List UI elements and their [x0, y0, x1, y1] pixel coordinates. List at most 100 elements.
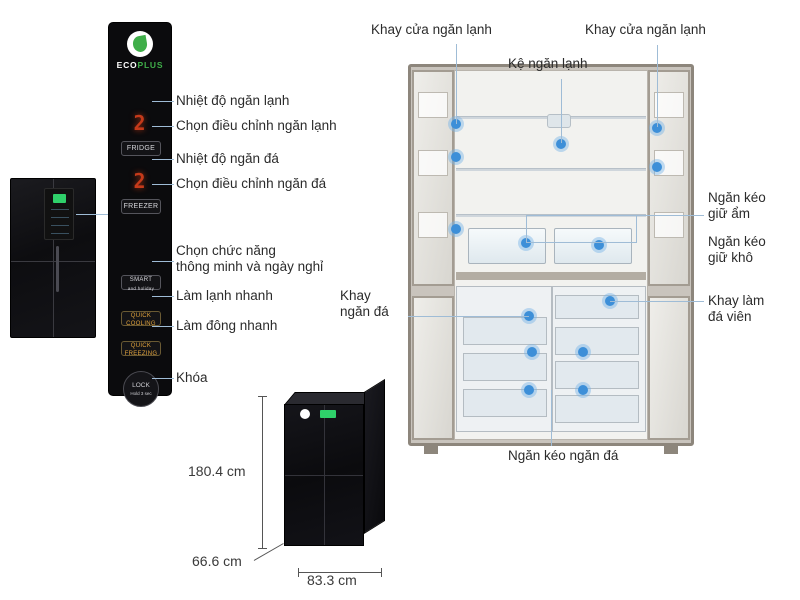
mini-panel-line-2	[51, 217, 69, 218]
freezer-drawer-right-1	[554, 327, 639, 355]
leader-freezer-temp	[152, 159, 174, 160]
label-lock: Khóa	[176, 370, 208, 385]
width-arrow-cap-right	[381, 568, 382, 577]
freezer-drawer-left-1	[463, 317, 548, 345]
dot-freezer-drawer-left-2	[524, 385, 534, 395]
depth-label: 66.6 cm	[192, 553, 242, 569]
leader-door-shelf-left	[456, 44, 457, 124]
freezer-button[interactable]: FREEZER	[121, 199, 161, 214]
label-ice-tray-shelf: Khay ngăn đá	[340, 288, 389, 319]
dimension-fridge-side	[364, 378, 385, 534]
smart-button-sublabel: and holiday	[127, 285, 155, 291]
ice-cube-tray	[554, 295, 639, 319]
brand-logo: ECOPLUS	[109, 31, 171, 70]
label-door-shelf-right: Khay cửa ngăn lạnh	[585, 22, 706, 37]
dot-dry-drawer	[594, 240, 604, 250]
mini-fridge-vertical-seam	[53, 179, 54, 337]
label-quick-cool: Làm lạnh nhanh	[176, 288, 273, 303]
label-freezer-adjust: Chọn điều chỉnh ngăn đá	[176, 176, 327, 191]
leader-ice-cube-tray	[610, 301, 704, 302]
leader-humidity-drawer-v	[526, 215, 527, 243]
freezer-drawer-left-2	[463, 353, 548, 381]
leader-lock	[152, 378, 174, 379]
control-panel: ECOPLUS 2 FRIDGE 2 FREEZER SMART and hol…	[108, 22, 172, 407]
mini-panel-line-1	[51, 209, 69, 210]
dimension-fridge-display	[320, 410, 336, 418]
leader-humidity-drawer-top	[526, 215, 636, 216]
smart-button-label: SMART	[129, 277, 153, 283]
mini-fridge-control-panel	[44, 188, 74, 240]
connector-mini-to-panel	[76, 214, 108, 215]
leader-fridge-rack	[561, 79, 562, 143]
freezer-drawer-right-2	[554, 361, 639, 389]
leader-quick-freeze	[152, 326, 174, 327]
label-humidity-drawer: Ngăn kéo giữ ẩm	[708, 190, 766, 221]
depth-arrow-line	[253, 543, 284, 561]
mini-fridge-horizontal-seam	[11, 261, 95, 263]
leader-smart	[152, 261, 174, 262]
dot-door-shelf-left-1	[451, 119, 461, 129]
dry-drawer	[554, 228, 632, 264]
lock-button-label: LOCK	[132, 382, 150, 389]
dimension-fridge-horizontal-seam	[285, 475, 363, 476]
height-label: 180.4 cm	[188, 463, 246, 479]
leader-freezer-adjust	[152, 184, 174, 185]
brand-name: ECOPLUS	[109, 60, 171, 70]
fridge-temp-display: 2	[133, 111, 147, 135]
width-label: 83.3 cm	[307, 572, 357, 588]
brand-name-eco: ECO	[116, 60, 138, 70]
dot-door-shelf-right-2	[652, 162, 662, 172]
fridge-button[interactable]: FRIDGE	[121, 141, 161, 156]
dot-freezer-drawer-left-1	[527, 347, 537, 357]
dot-door-shelf-left-2	[451, 152, 461, 162]
door-shelf-left-2	[418, 150, 448, 176]
fridge-door-right	[648, 70, 690, 286]
dot-freezer-drawer-right-1	[578, 347, 588, 357]
quick-cooling-button[interactable]: QUICK COOLING	[121, 311, 161, 327]
quick-cooling-label: QUICK	[130, 313, 152, 319]
height-arrow-line	[262, 396, 263, 548]
fridge-foot-right	[664, 446, 678, 454]
dot-door-shelf-left-3	[451, 224, 461, 234]
lock-button[interactable]: LOCK Hold 3 sec	[123, 371, 159, 407]
label-dry-drawer: Ngăn kéo giữ khô	[708, 234, 766, 265]
width-arrow-line	[298, 572, 382, 573]
height-arrow-cap-bottom	[258, 548, 267, 549]
dot-freezer-drawer-right-2	[578, 385, 588, 395]
freezer-drawer-right-3	[554, 395, 639, 423]
quick-cooling-sublabel: COOLING	[126, 320, 156, 327]
fridge-shelf-2	[456, 168, 646, 171]
label-freezer-drawer: Ngăn kéo ngăn đá	[508, 448, 619, 463]
smart-button[interactable]: SMART and holiday	[121, 275, 161, 291]
lock-button-sublabel: Hold 3 sec	[130, 391, 152, 396]
leader-dry-drawer-h	[636, 215, 704, 216]
freezer-drawer-left-3	[463, 389, 548, 417]
leader-dry-drawer-v	[636, 215, 637, 243]
quick-freezing-button[interactable]: QUICK FREEZING	[121, 341, 161, 357]
freezer-temp-display: 2	[133, 169, 147, 193]
leader-quick-cool	[152, 296, 174, 297]
humidity-drawer	[468, 228, 546, 264]
label-smart-mode: Chọn chức năng thông minh và ngày nghỉ	[176, 243, 324, 274]
dot-fridge-rack	[556, 139, 566, 149]
mini-fridge-handle	[56, 246, 59, 292]
door-shelf-left-3	[418, 212, 448, 238]
mini-panel-display	[53, 194, 66, 203]
leader-door-shelf-right	[657, 45, 658, 127]
fridge-light-module	[547, 114, 571, 128]
leader-fridge-adjust	[152, 126, 174, 127]
dot-humidity-drawer	[521, 238, 531, 248]
leader-freezer-drawer	[551, 390, 552, 446]
door-shelf-right-3	[654, 212, 684, 238]
door-shelf-right-1	[654, 92, 684, 118]
fridge-door-left	[412, 70, 454, 286]
label-freezer-temp: Nhiệt độ ngăn đá	[176, 151, 279, 166]
dot-ice-tray-shelf	[524, 311, 534, 321]
brand-name-plus: PLUS	[137, 60, 164, 70]
label-quick-freeze: Làm đông nhanh	[176, 318, 278, 333]
fridge-mid-divider	[456, 272, 646, 280]
fridge-foot-left	[424, 446, 438, 454]
freezer-door-left	[412, 296, 454, 440]
quick-freezing-sublabel: FREEZING	[124, 350, 158, 357]
